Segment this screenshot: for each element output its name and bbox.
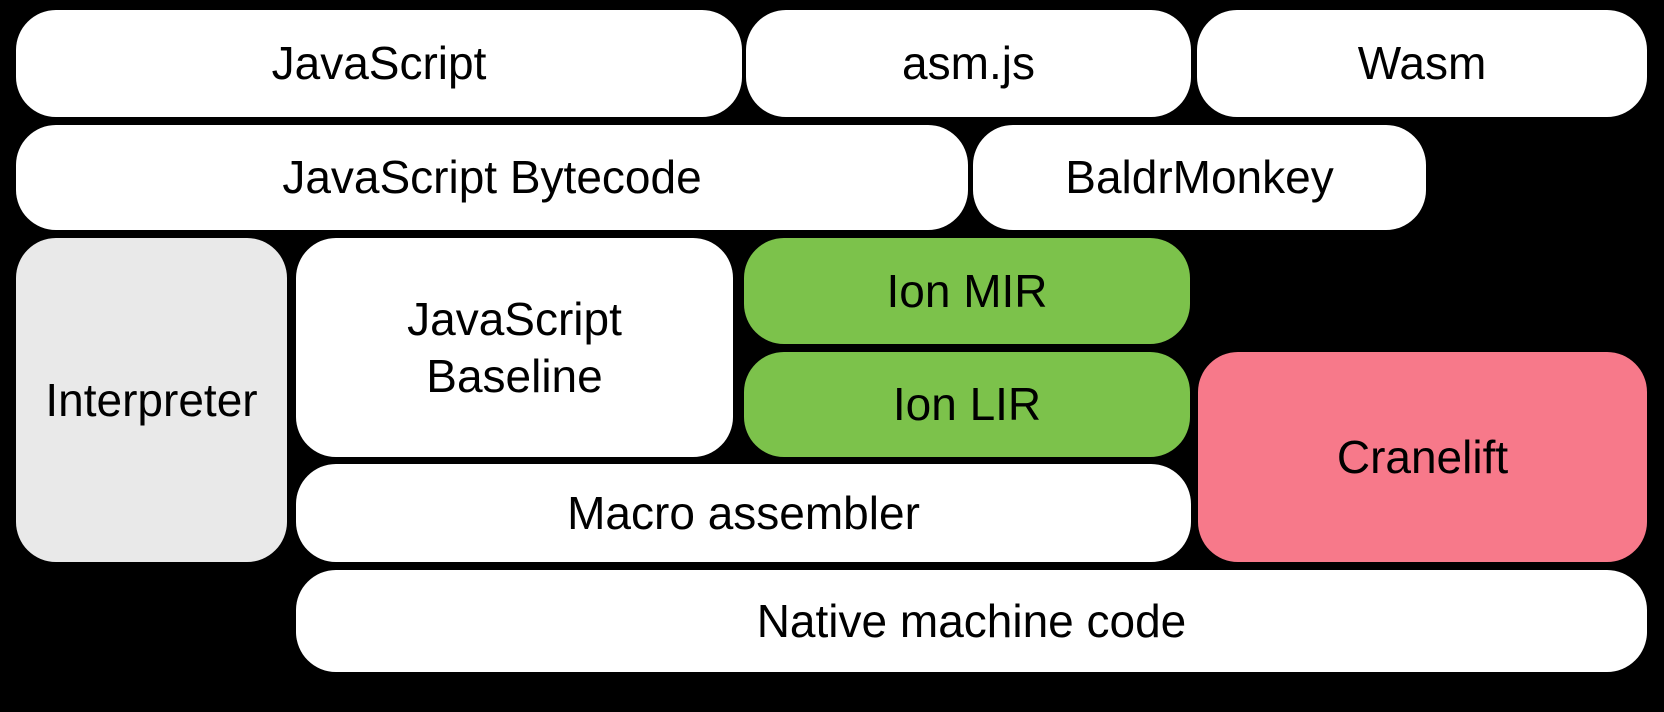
box-javascript-baseline-label-line2: Baseline (426, 349, 603, 402)
box-asmjs: asm.js (746, 10, 1191, 117)
box-javascript-label: JavaScript (271, 37, 487, 90)
box-cranelift: Cranelift (1198, 352, 1647, 562)
box-baldrmonkey-label: BaldrMonkey (1065, 151, 1334, 204)
box-native-machine-code: Native machine code (296, 570, 1647, 672)
box-macro-assembler-label: Macro assembler (567, 486, 920, 539)
box-wasm: Wasm (1197, 10, 1647, 117)
box-baldrmonkey: BaldrMonkey (973, 125, 1426, 230)
box-ion-lir-label: Ion LIR (892, 378, 1042, 431)
box-macro-assembler: Macro assembler (296, 464, 1191, 562)
box-asmjs-label: asm.js (902, 37, 1035, 90)
box-ion-mir-label: Ion MIR (886, 264, 1048, 317)
box-native-machine-code-label: Native machine code (756, 594, 1187, 647)
box-interpreter-label: Interpreter (45, 373, 258, 426)
box-wasm-label: Wasm (1357, 37, 1487, 90)
box-interpreter: Interpreter (16, 238, 287, 562)
box-javascript-baseline-label-line1: JavaScript (407, 293, 622, 346)
box-javascript-bytecode: JavaScript Bytecode (16, 125, 968, 230)
box-ion-lir: Ion LIR (744, 352, 1190, 457)
box-javascript: JavaScript (16, 10, 742, 117)
box-javascript-baseline: JavaScript Baseline (296, 238, 733, 457)
box-javascript-bytecode-label: JavaScript Bytecode (282, 151, 702, 204)
box-ion-mir: Ion MIR (744, 238, 1190, 344)
box-cranelift-label: Cranelift (1336, 430, 1509, 483)
